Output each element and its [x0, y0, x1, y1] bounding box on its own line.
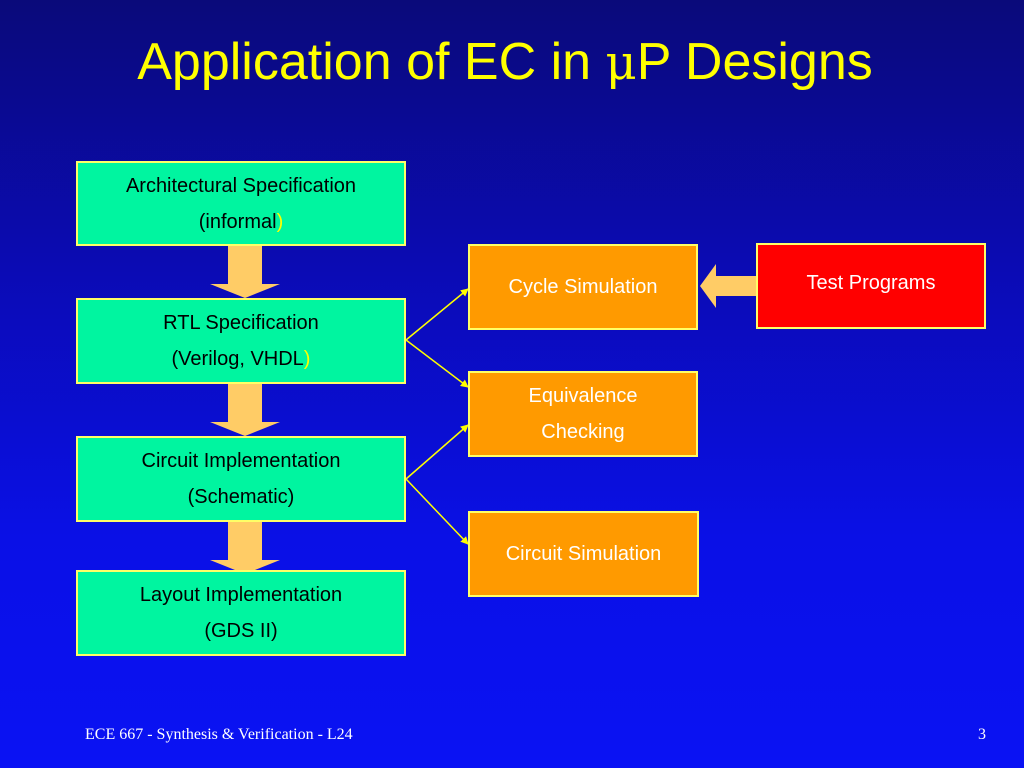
architectural-spec-line1: Architectural Specification [125, 174, 357, 197]
down-arrow-3 [210, 522, 280, 574]
layout-impl-line2: (GDS II) [204, 613, 277, 649]
footer-course: ECE 667 - Synthesis & Verification - L24 [85, 726, 353, 743]
title-text-after: P Designs [636, 33, 873, 91]
connector-rtl-to-equivalence [405, 339, 469, 388]
architectural-spec-line2-text: (informal [198, 210, 277, 233]
rtl-spec-line2-text: (Verilog, VHDL [171, 348, 304, 370]
circuit-impl-line2-text: (Schematic) [187, 486, 295, 508]
layout-impl-line2-text: (GDS II) [204, 620, 278, 642]
rtl-spec-line1: RTL Specification [163, 312, 319, 334]
layout-impl-box: Layout Implementation (GDS II) [76, 570, 406, 656]
architectural-spec-box: Architectural Specification (informal) [76, 161, 406, 246]
cycle-simulation-box: Cycle Simulation [468, 244, 698, 330]
equivalence-checking-line2: Checking [541, 421, 625, 443]
title-mu-symbol: μ [605, 35, 637, 91]
connector-circuit-to-simulation [405, 478, 469, 545]
architectural-spec-line2-paren: ) [276, 210, 284, 233]
circuit-impl-line2: (Schematic) [188, 479, 295, 515]
circuit-impl-line1: Circuit Implementation [141, 450, 341, 472]
circuit-simulation-label: Circuit Simulation [505, 543, 662, 565]
title-text-before: Application of EC in [137, 33, 606, 91]
left-arrow-test-to-cycle [700, 264, 756, 308]
rtl-spec-line2-paren: ) [303, 348, 311, 370]
test-programs-box: Test Programs [756, 243, 986, 329]
test-programs-label: Test Programs [806, 272, 936, 294]
circuit-simulation-box: Circuit Simulation [468, 511, 699, 597]
page-title: Application of EC in μP Designs [0, 36, 1010, 88]
layout-impl-line1: Layout Implementation [139, 584, 343, 606]
cycle-simulation-label: Cycle Simulation [508, 276, 658, 298]
architectural-spec-line2: (informal) [199, 204, 283, 240]
equivalence-checking-box: Equivalence Checking [468, 371, 698, 457]
rtl-spec-line2: (Verilog, VHDL) [172, 341, 311, 377]
connector-rtl-to-cycle [405, 288, 469, 341]
footer-page-number: 3 [978, 726, 986, 743]
equivalence-checking-line1: Equivalence [528, 385, 638, 407]
connector-circuit-to-equivalence [405, 424, 469, 480]
rtl-spec-box: RTL Specification (Verilog, VHDL) [76, 298, 406, 384]
circuit-impl-box: Circuit Implementation (Schematic) [76, 436, 406, 522]
down-arrow-2 [210, 384, 280, 436]
down-arrow-1 [210, 246, 280, 298]
